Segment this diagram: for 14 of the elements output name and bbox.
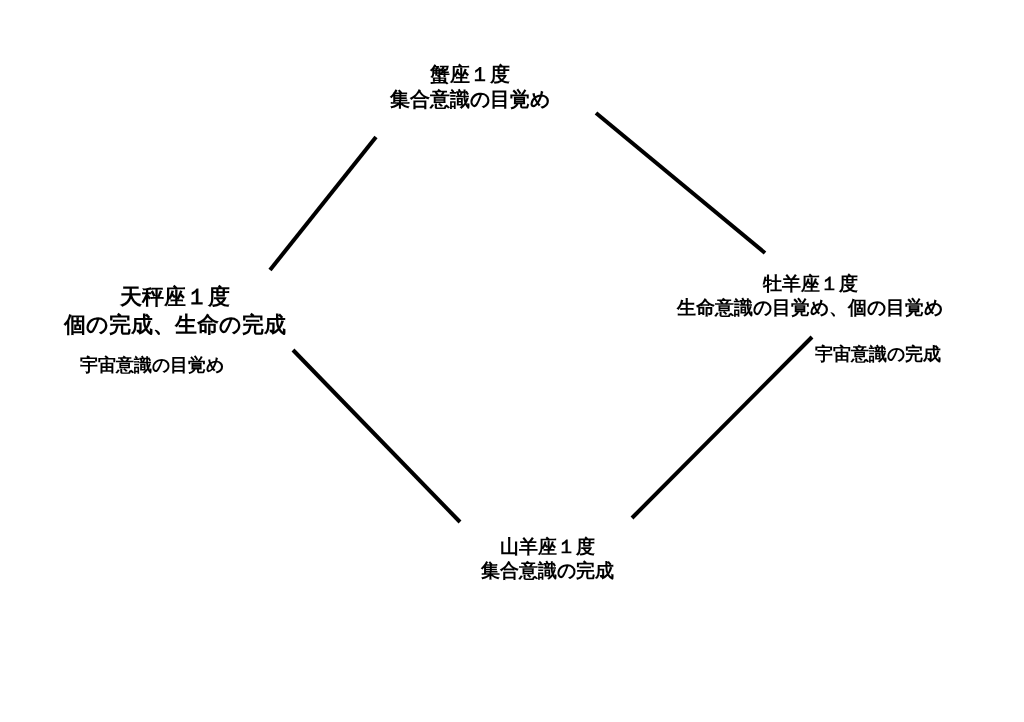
connector-line: [268, 135, 378, 272]
node-heading: 牡羊座１度: [761, 272, 859, 296]
connector-line: [594, 111, 767, 255]
node-text: 個の完成、生命の完成: [62, 310, 287, 338]
node-text: 集合意識の目覚め: [389, 87, 551, 112]
node-text: 生命意識の目覚め、個の目覚め: [675, 295, 944, 320]
side-note: 宇宙意識の完成: [815, 342, 941, 366]
node-heading: 蟹座１度: [429, 62, 511, 87]
node-heading: 山羊座１度: [499, 535, 596, 559]
node-text: 集合意識の完成: [480, 558, 615, 583]
side-note: 宇宙意識の目覚め: [80, 353, 224, 377]
node-heading: 天秤座１度: [119, 283, 231, 311]
connector-line: [630, 335, 814, 520]
connector-line: [291, 348, 462, 524]
